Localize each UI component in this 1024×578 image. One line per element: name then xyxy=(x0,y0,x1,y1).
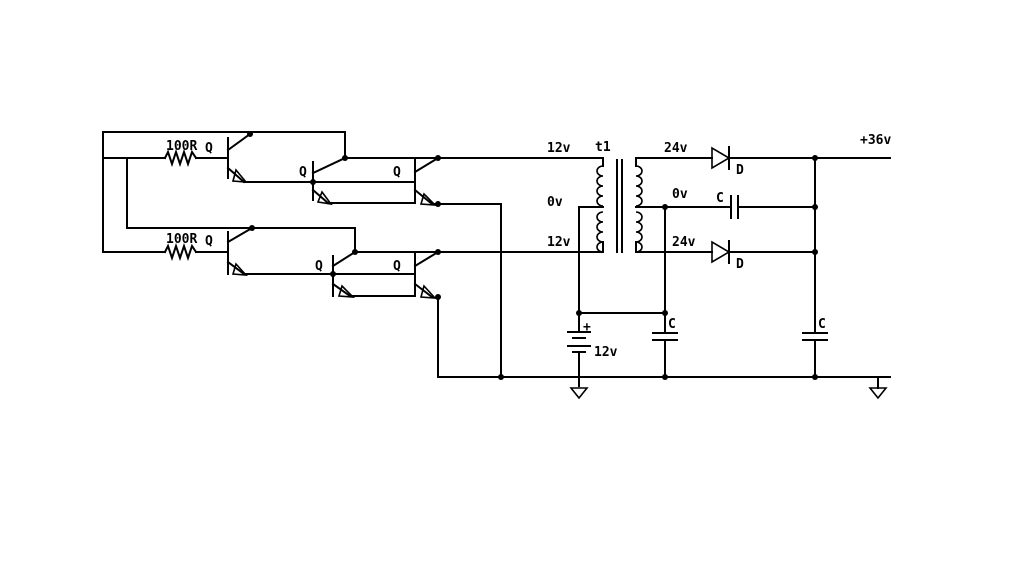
label-r2: 100R xyxy=(166,232,197,247)
label-transformer: t1 xyxy=(595,140,611,155)
label-cap-right: C xyxy=(818,317,826,332)
label-battery-plus: + xyxy=(583,320,591,335)
wire-feedback-outer xyxy=(102,131,346,159)
battery-12v xyxy=(567,312,591,387)
resistor-r1 xyxy=(163,148,198,168)
ground-symbol-output xyxy=(868,376,888,400)
label-cap-left: C xyxy=(668,317,676,332)
label-cap-mid: C xyxy=(716,191,724,206)
label-q-top-3: Q xyxy=(393,165,401,180)
label-primary-bottom: 12v xyxy=(547,235,571,250)
label-battery: 12v xyxy=(594,345,618,360)
label-secondary-top: 24v xyxy=(664,141,688,156)
label-q-top-2: Q xyxy=(299,165,307,180)
label-q-bot-2: Q xyxy=(315,259,323,274)
label-primary-mid: 0v xyxy=(547,195,563,210)
capacitor-c-right xyxy=(802,332,828,378)
label-secondary-mid: 0v xyxy=(672,187,688,202)
ground-symbol-battery xyxy=(569,387,589,400)
diode-d-bottom xyxy=(711,240,731,264)
label-diode-top: D xyxy=(736,163,744,178)
label-output-voltage: +36v xyxy=(860,133,891,148)
label-diode-bottom: D xyxy=(736,257,744,272)
label-primary-top: 12v xyxy=(547,141,571,156)
wire-primary-center-tap xyxy=(578,206,604,314)
label-q-bot-1: Q xyxy=(205,234,213,249)
junction-dots xyxy=(247,131,818,380)
wire-feedback-inner xyxy=(126,157,356,253)
label-q-top-1: Q xyxy=(205,141,213,156)
wire-top-emitter-ground xyxy=(431,203,502,378)
transistor-q-top-1 xyxy=(226,132,252,184)
transformer-t1 xyxy=(596,157,643,253)
transistor-q-top-3 xyxy=(413,156,440,206)
wire-feedback-outer-b xyxy=(102,131,166,253)
resistor-r2 xyxy=(163,242,198,262)
capacitor-c-left xyxy=(652,312,678,378)
label-secondary-bottom: 24v xyxy=(672,235,696,250)
diode-d-top xyxy=(711,146,731,170)
capacitor-c-mid xyxy=(730,195,739,219)
transistor-q-bot-1 xyxy=(226,226,254,276)
label-r1: 100R xyxy=(166,139,197,154)
label-q-bot-3: Q xyxy=(393,259,401,274)
transistor-q-bot-3 xyxy=(413,250,440,299)
